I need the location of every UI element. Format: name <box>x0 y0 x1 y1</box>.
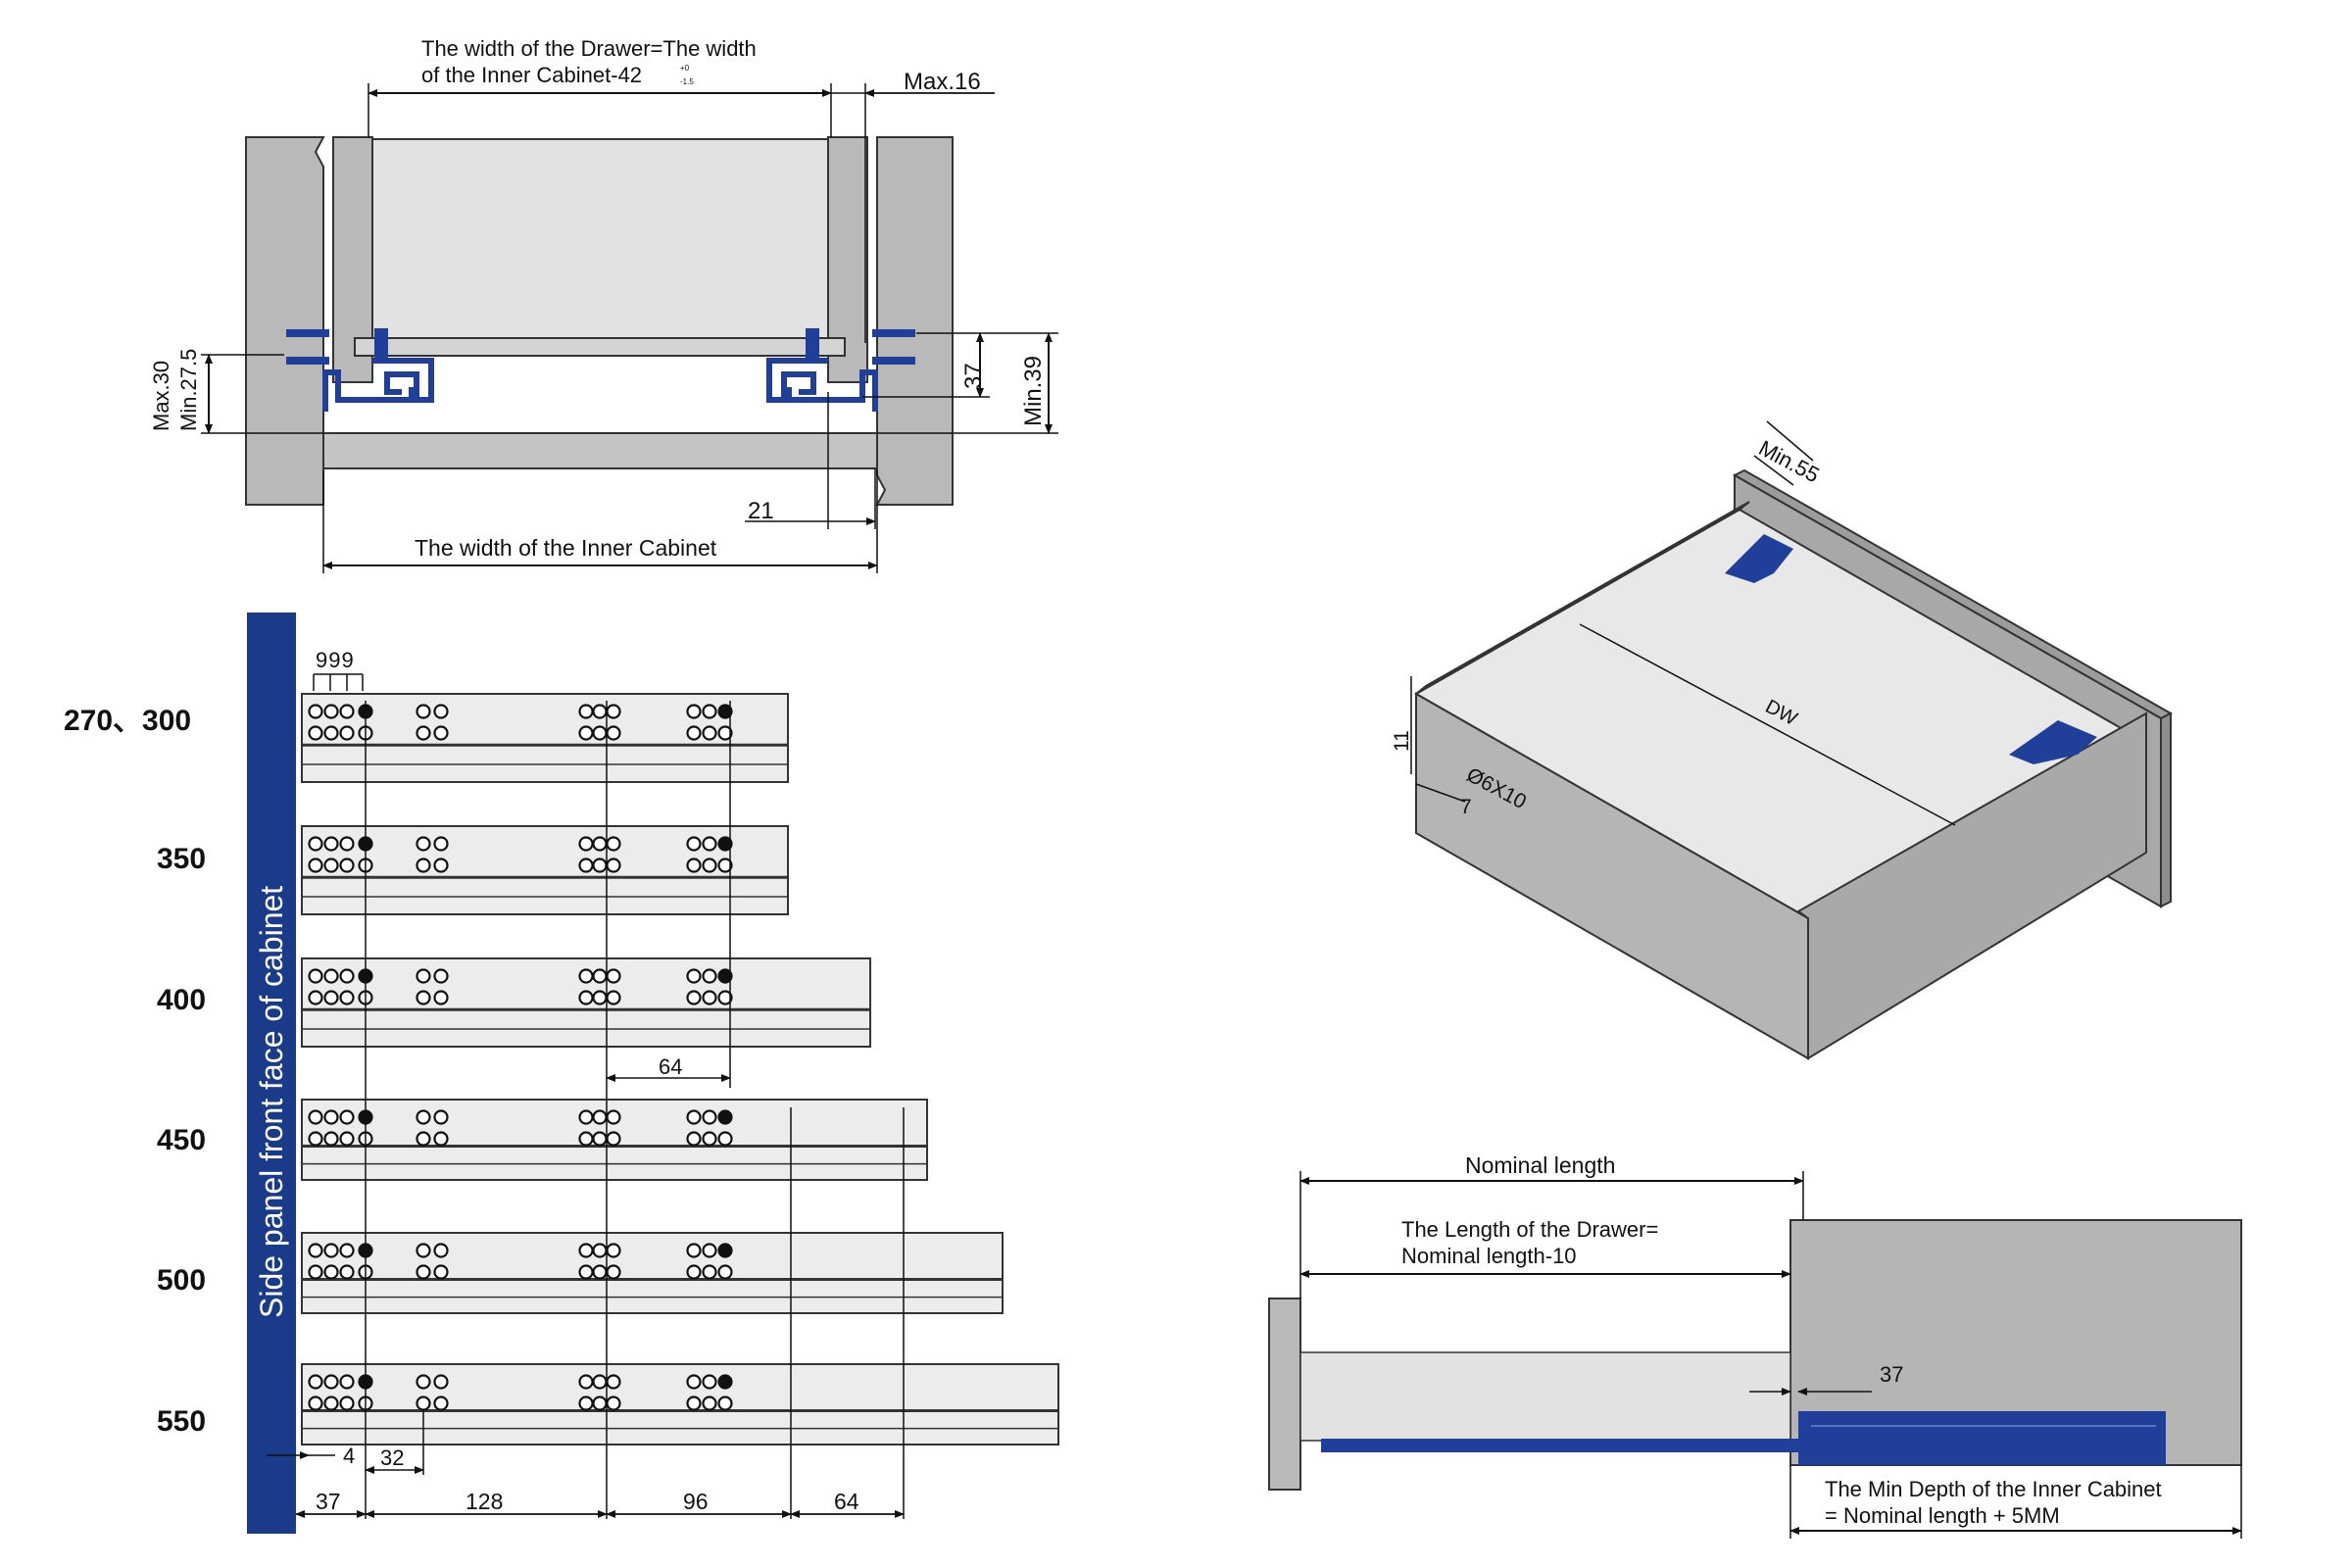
rail-0 <box>301 693 789 783</box>
iso-front-clip <box>2009 720 2097 764</box>
left-screw-top <box>286 329 329 337</box>
side-panel-bar <box>247 612 296 1534</box>
nominal-length-label: Nominal length <box>1465 1152 1615 1178</box>
rail-2 <box>301 957 871 1048</box>
right-rail-profile <box>786 369 878 412</box>
right-screw-top <box>872 329 915 337</box>
drawer-width-formula-1: The width of the Drawer=The width <box>421 36 757 61</box>
iso-front-panel <box>1796 711 2147 1060</box>
side-panel-label: Side panel front face of cabinet <box>254 886 289 1318</box>
length-label-400: 400 <box>157 984 206 1016</box>
drawer-width-formula-2: of the Inner Cabinet-42 <box>421 63 642 87</box>
spacing-999-label: 999 <box>316 648 355 672</box>
length-label-350: 350 <box>157 843 206 875</box>
rail-5 <box>301 1363 1059 1446</box>
dim21-label: 21 <box>748 498 774 524</box>
bottom-dim-64: 64 <box>834 1489 859 1514</box>
side-section-view: Nominal length The Length of the Drawer=… <box>1268 1152 2242 1539</box>
drawer-front-section <box>1268 1298 1301 1491</box>
length-label-450: 450 <box>157 1124 206 1156</box>
tolerance-top: +0 <box>680 64 690 73</box>
bottom-dim-37: 37 <box>316 1489 341 1514</box>
dim11-label: 11 <box>1391 730 1413 752</box>
inner-cabinet-width-label: The width of the Inner Cabinet <box>415 535 717 561</box>
rail-1 <box>301 825 789 915</box>
rail-4 <box>301 1232 1004 1314</box>
left-screw-bottom <box>286 357 329 365</box>
rail-3 <box>301 1099 928 1181</box>
dim4-label: 4 <box>343 1444 355 1468</box>
tolerance-bottom: -1.5 <box>680 77 694 86</box>
left-clip <box>374 328 388 358</box>
left-cabinet-wall <box>245 136 325 506</box>
min55-label: Min.55 <box>1755 435 1824 487</box>
drawer-bottom <box>354 337 846 357</box>
drawer-side-section <box>1299 1351 1791 1442</box>
isometric-view: DW Min.55 11 Ø6X10 7 <box>1391 420 2174 1060</box>
length-label-550: 550 <box>157 1405 206 1438</box>
max30-label: Max.30 <box>149 361 173 431</box>
left-rail-profile <box>322 369 415 412</box>
right-cabinet-wall <box>875 136 954 506</box>
min-depth-formula-1: The Min Depth of the Inner Cabinet <box>1825 1477 2162 1501</box>
rail-section <box>1798 1411 2166 1465</box>
min275-label: Min.27.5 <box>176 349 201 431</box>
drawer-rail-section <box>1321 1439 1801 1452</box>
min-depth-formula-2: = Nominal length + 5MM <box>1825 1503 2060 1528</box>
dim32-label: 32 <box>380 1446 404 1470</box>
bottom-dim-128: 128 <box>466 1489 503 1514</box>
drawer-length-formula-2: Nominal length-10 <box>1401 1244 1577 1268</box>
right-screw-bottom <box>872 357 915 365</box>
dim37-label: 37 <box>960 363 987 389</box>
length-label-500: 500 <box>157 1264 206 1297</box>
iso-back-clip <box>1725 534 1793 583</box>
rail-group <box>301 693 1059 1446</box>
cabinet-bottom-panel <box>322 432 878 469</box>
dw-line <box>1579 623 1956 826</box>
right-clip <box>806 328 819 358</box>
rail-hole-chart: Side panel front face of cabinet 999 270… <box>64 612 1059 1534</box>
bottom-dim-96: 96 <box>683 1489 709 1514</box>
drawer-length-formula-1: The Length of the Drawer= <box>1401 1217 1658 1242</box>
dim37-side-label: 37 <box>1880 1362 1903 1387</box>
length-label-300: 270、300 <box>64 705 191 737</box>
dim7-label: 7 <box>1460 796 1472 818</box>
drawer-front-panel <box>371 138 829 339</box>
drawer-left-side <box>332 136 373 383</box>
max16-label: Max.16 <box>904 69 981 95</box>
left-rail-inner <box>372 358 434 403</box>
right-rail-inner <box>766 358 828 403</box>
front-view: The width of the Drawer=The width of the… <box>149 36 1058 573</box>
dim64-mid-label: 64 <box>659 1054 682 1079</box>
min39-label: Min.39 <box>1020 356 1047 426</box>
